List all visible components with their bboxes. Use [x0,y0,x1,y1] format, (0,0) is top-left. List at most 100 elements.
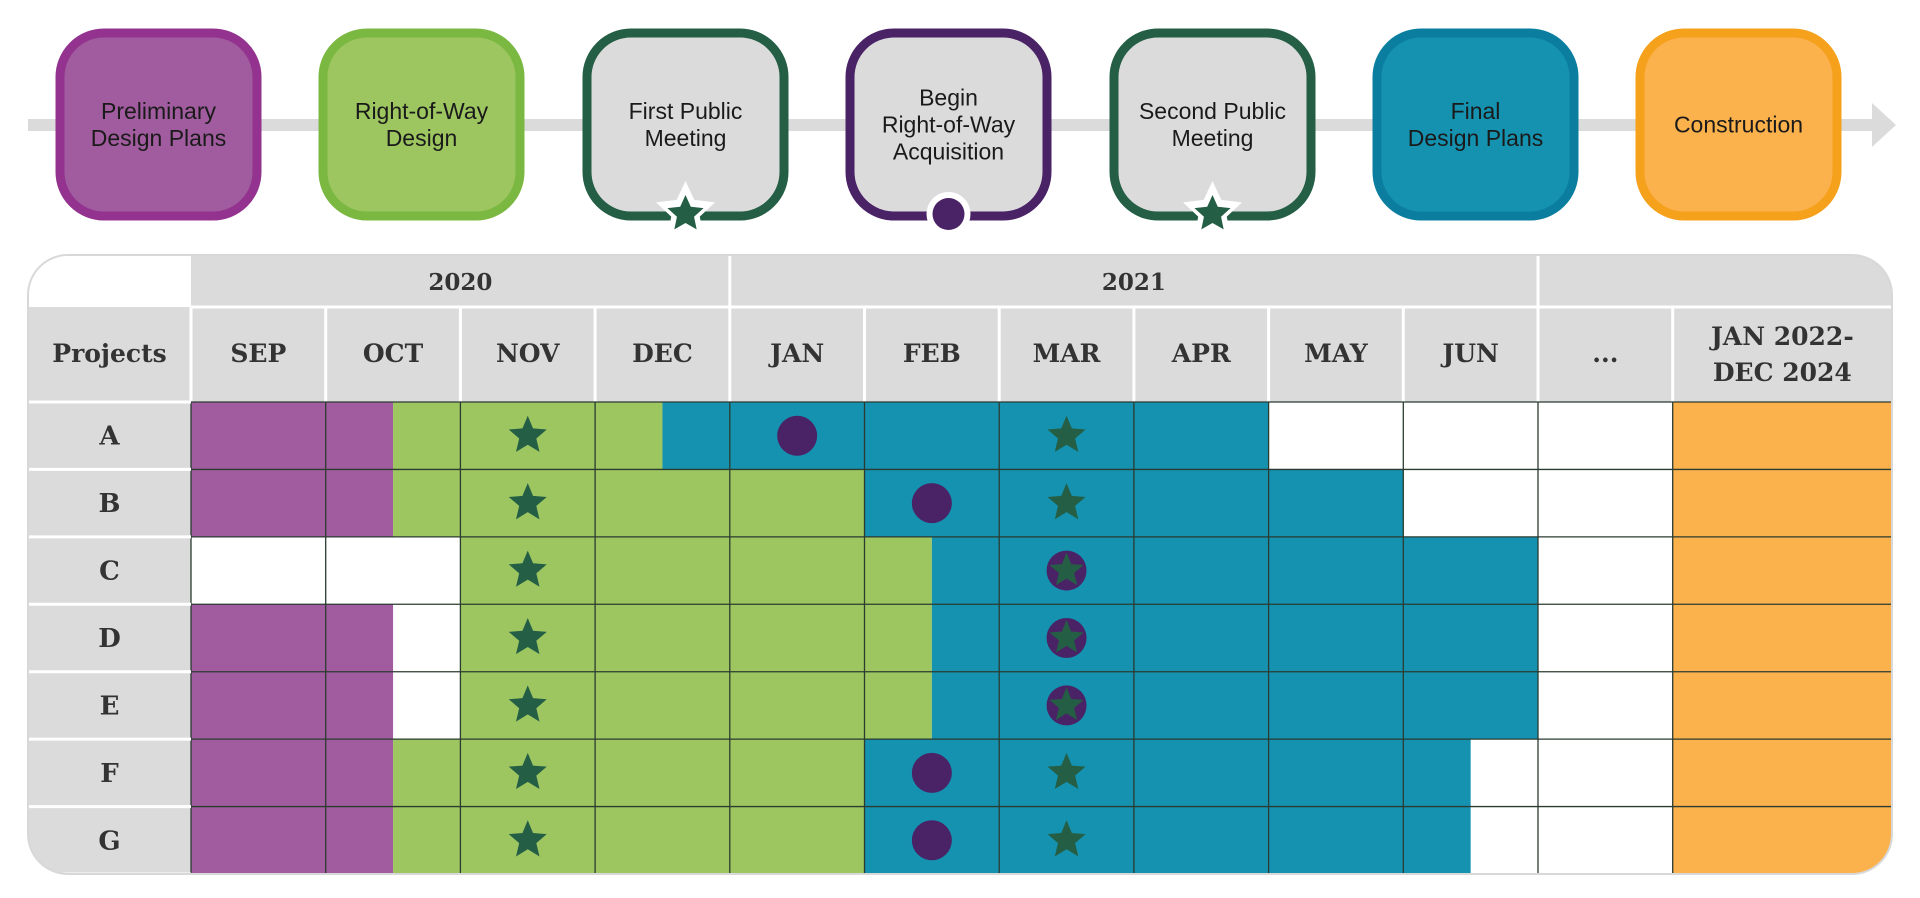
meeting-star-icon [508,618,547,655]
project-label: D [98,624,121,654]
month-header: DEC [632,339,693,368]
meeting-star-icon [508,685,547,722]
month-header: JAN 2022- [1709,322,1854,351]
phase-bar-construction [1672,739,1892,807]
project-label: E [100,691,120,721]
phase-bar-construction [1672,806,1892,874]
phase-bar-construction [1672,402,1892,470]
month-header: OCT [363,339,424,368]
phase-bar-preliminary [191,604,394,672]
stage-label: Acquisition [893,139,1004,165]
month-header: MAY [1304,339,1369,368]
star-icon [1194,195,1231,230]
month-header: NOV [496,339,560,368]
stage-label: Right-of-Way [882,112,1016,138]
phase-bar-final-design [931,671,1538,740]
stage-label: Meeting [645,125,727,151]
month-header: ... [1592,339,1618,368]
stage-box [318,28,525,221]
phase-bar-final-design [864,739,1471,807]
table-row: D [98,604,1892,672]
meeting-star-icon [508,550,547,587]
phase-bar-construction [1672,536,1892,605]
projects-header: Projects [52,339,166,368]
month-header: SEP [230,339,286,368]
phase-bar-final-design [662,402,1269,470]
year-header: 2021 [1102,269,1166,296]
project-label: A [98,422,120,452]
meeting-star-icon [1047,820,1086,857]
stage-label: First Public [629,98,743,124]
table-row: C [99,536,1892,605]
acquisition-dot-icon [911,820,952,861]
phase-bar-preliminary [191,739,394,807]
acquisition-dot-icon [777,415,818,456]
phase-bar-preliminary [191,469,394,537]
month-header: DEC 2024 [1713,358,1852,387]
year-header: 2020 [428,269,492,296]
phase-bar-row-design [393,739,865,807]
stage-label: Second Public [1139,98,1286,124]
table-row: A [98,402,1892,470]
table-row: E [100,671,1892,740]
star-icon [667,195,704,230]
project-label: B [99,489,121,519]
phase-bar-construction [1672,671,1892,740]
phase-bar-final-design [931,604,1538,672]
phase-bar-preliminary [191,806,394,874]
meeting-star-icon [1047,752,1086,790]
table-row: F [100,739,1892,807]
acquisition-dot-icon [911,483,952,524]
month-header: JUN [1440,339,1498,368]
phase-bar-row-design [393,469,865,537]
stage-label: Construction [1674,112,1803,138]
month-header: APR [1171,339,1231,368]
month-header: MAR [1033,339,1101,368]
timeline-arrow-icon [1872,103,1896,147]
stage-box [1372,28,1579,221]
phase-bar-preliminary [191,671,394,740]
corner-cell [28,255,191,307]
meeting-star-icon [1049,552,1084,586]
month-header: JAN [768,339,824,368]
meeting-star-icon [508,752,547,790]
stage-box [1635,28,1842,221]
stage-box [55,28,262,221]
acquisition-dot-icon [911,752,952,793]
stage-label: Right-of-Way [355,98,489,124]
phase-bar-construction [1672,469,1892,537]
phase-bar-preliminary [191,402,394,470]
stage-label: Begin [919,85,978,111]
stage-label: Meeting [1172,125,1254,151]
stage-label: Design Plans [91,125,227,151]
phase-bar-row-design [393,806,865,874]
month-header: FEB [903,339,961,368]
phase-bar-construction [1672,604,1892,672]
meeting-star-icon [1049,687,1084,720]
meeting-star-icon [508,820,547,857]
meeting-star-icon [508,415,547,452]
stage-label: Final [1451,98,1501,124]
meeting-star-icon [1047,483,1086,520]
phase-bar-final-design [864,806,1471,874]
phase-bar-final-design [931,536,1538,605]
meeting-star-icon [508,483,547,520]
table-border [27,254,1893,875]
project-label: F [100,759,119,789]
project-label: G [98,826,120,856]
stage-label: Design Plans [1408,125,1544,151]
stage-construction: Construction [1635,28,1842,221]
stage-label: Preliminary [101,98,217,124]
meeting-star-icon [1049,620,1084,653]
dot-icon [932,198,965,230]
